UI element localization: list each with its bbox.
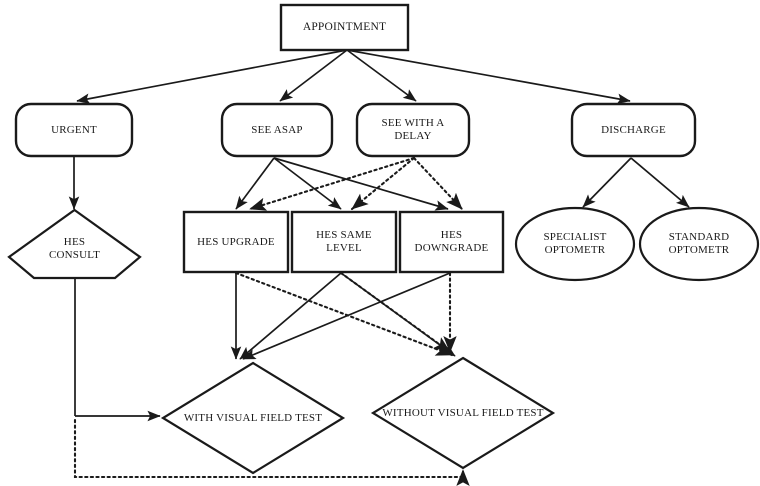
node-appointment[interactable] [279, 3, 410, 52]
edge-appointment-to-urgent [76, 49, 348, 104]
node-specialist-optometr[interactable] [514, 206, 636, 282]
edge-discharge-to-standard-optometr [630, 157, 690, 208]
node-hes-same-level[interactable] [290, 210, 398, 274]
node-without-visual-field-test[interactable] [370, 356, 556, 470]
edge-appointment-to-see-asap [279, 49, 348, 102]
node-see-asap[interactable] [220, 102, 334, 158]
edge-see-with-a-delay-to-hes-downgrade [412, 156, 464, 211]
node-discharge[interactable] [570, 102, 697, 158]
node-with-visual-field-test[interactable] [160, 361, 346, 475]
edge-appointment-to-see-with-a-delay [346, 49, 417, 102]
node-hes-consult[interactable] [7, 208, 142, 280]
edge-see-asap-to-hes-same-level [273, 157, 342, 210]
edge-discharge-to-specialist-optometr [582, 157, 632, 208]
edge-see-with-a-delay-to-hes-same-level [350, 156, 416, 211]
edge-see-asap-to-hes-upgrade [235, 157, 275, 210]
edge-appointment-to-discharge [346, 49, 631, 104]
node-standard-optometr[interactable] [638, 206, 760, 282]
edge-hes-same-level-to-with-visual-field-test [239, 272, 342, 360]
node-hes-downgrade[interactable] [398, 210, 505, 274]
node-hes-upgrade[interactable] [182, 210, 290, 274]
edge-see-with-a-delay-to-hes-upgrade [248, 156, 416, 211]
node-see-with-a-delay[interactable] [355, 102, 471, 158]
node-urgent[interactable] [14, 102, 134, 158]
edge-see-asap-to-hes-downgrade [273, 157, 449, 211]
edge-hes-upgrade-to-without-visual-field-test [234, 271, 454, 357]
edge-hes-consult-to-without-visual-field-test [73, 418, 470, 486]
edge-hes-same-level-to-without-visual-field-test [339, 271, 452, 354]
